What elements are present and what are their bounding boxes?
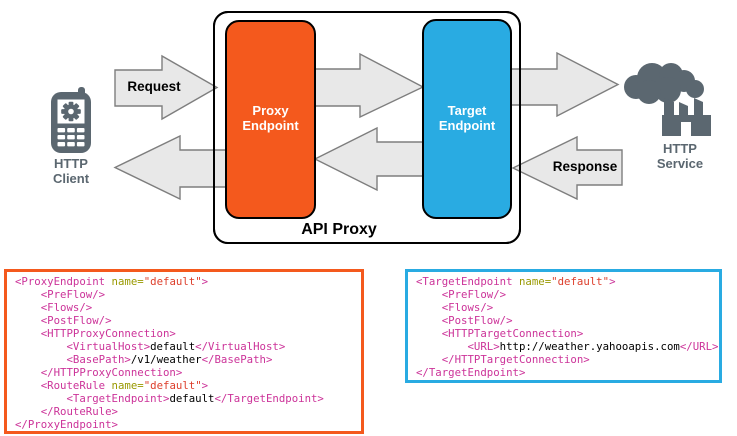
- mobile-phone-icon: [51, 87, 91, 153]
- target-to-proxy-arrow: [313, 126, 424, 192]
- api-proxy-label: API Proxy: [301, 221, 377, 238]
- gear-icon: [61, 101, 81, 122]
- proxy-to-client-arrow: [113, 134, 228, 201]
- proxy-endpoint-box: [225, 20, 316, 219]
- response-arrow: [511, 135, 623, 201]
- keypad: [57, 128, 85, 147]
- diagram-canvas: [113, 11, 623, 244]
- api-proxy-container-border: [213, 11, 521, 244]
- factory-icon: [624, 63, 711, 136]
- proxy-endpoint-code: <ProxyEndpoint name="default"> <PreFlow/…: [4, 268, 364, 434]
- proxy-endpoint-label: Proxy Endpoint: [242, 103, 299, 133]
- target-endpoint-box: [422, 19, 512, 219]
- http-client-label: HTTP Client: [52, 156, 90, 186]
- target-endpoint-code: <TargetEndpoint name="default"> <PreFlow…: [405, 268, 722, 383]
- request-label: Request: [127, 79, 181, 94]
- target-endpoint-label: Target Endpoint: [438, 103, 496, 133]
- proxy-to-target-arrow: [314, 52, 425, 119]
- response-label: Response: [552, 159, 618, 174]
- target-to-service-arrow: [510, 51, 620, 118]
- request-arrow: [114, 54, 219, 121]
- factory-door: [681, 122, 691, 136]
- http-service-label: HTTP Service: [656, 141, 704, 171]
- diagram-area: HTTP Client HTTP Service Request Respons…: [51, 11, 711, 244]
- smoke-cloud-icon: [624, 63, 704, 104]
